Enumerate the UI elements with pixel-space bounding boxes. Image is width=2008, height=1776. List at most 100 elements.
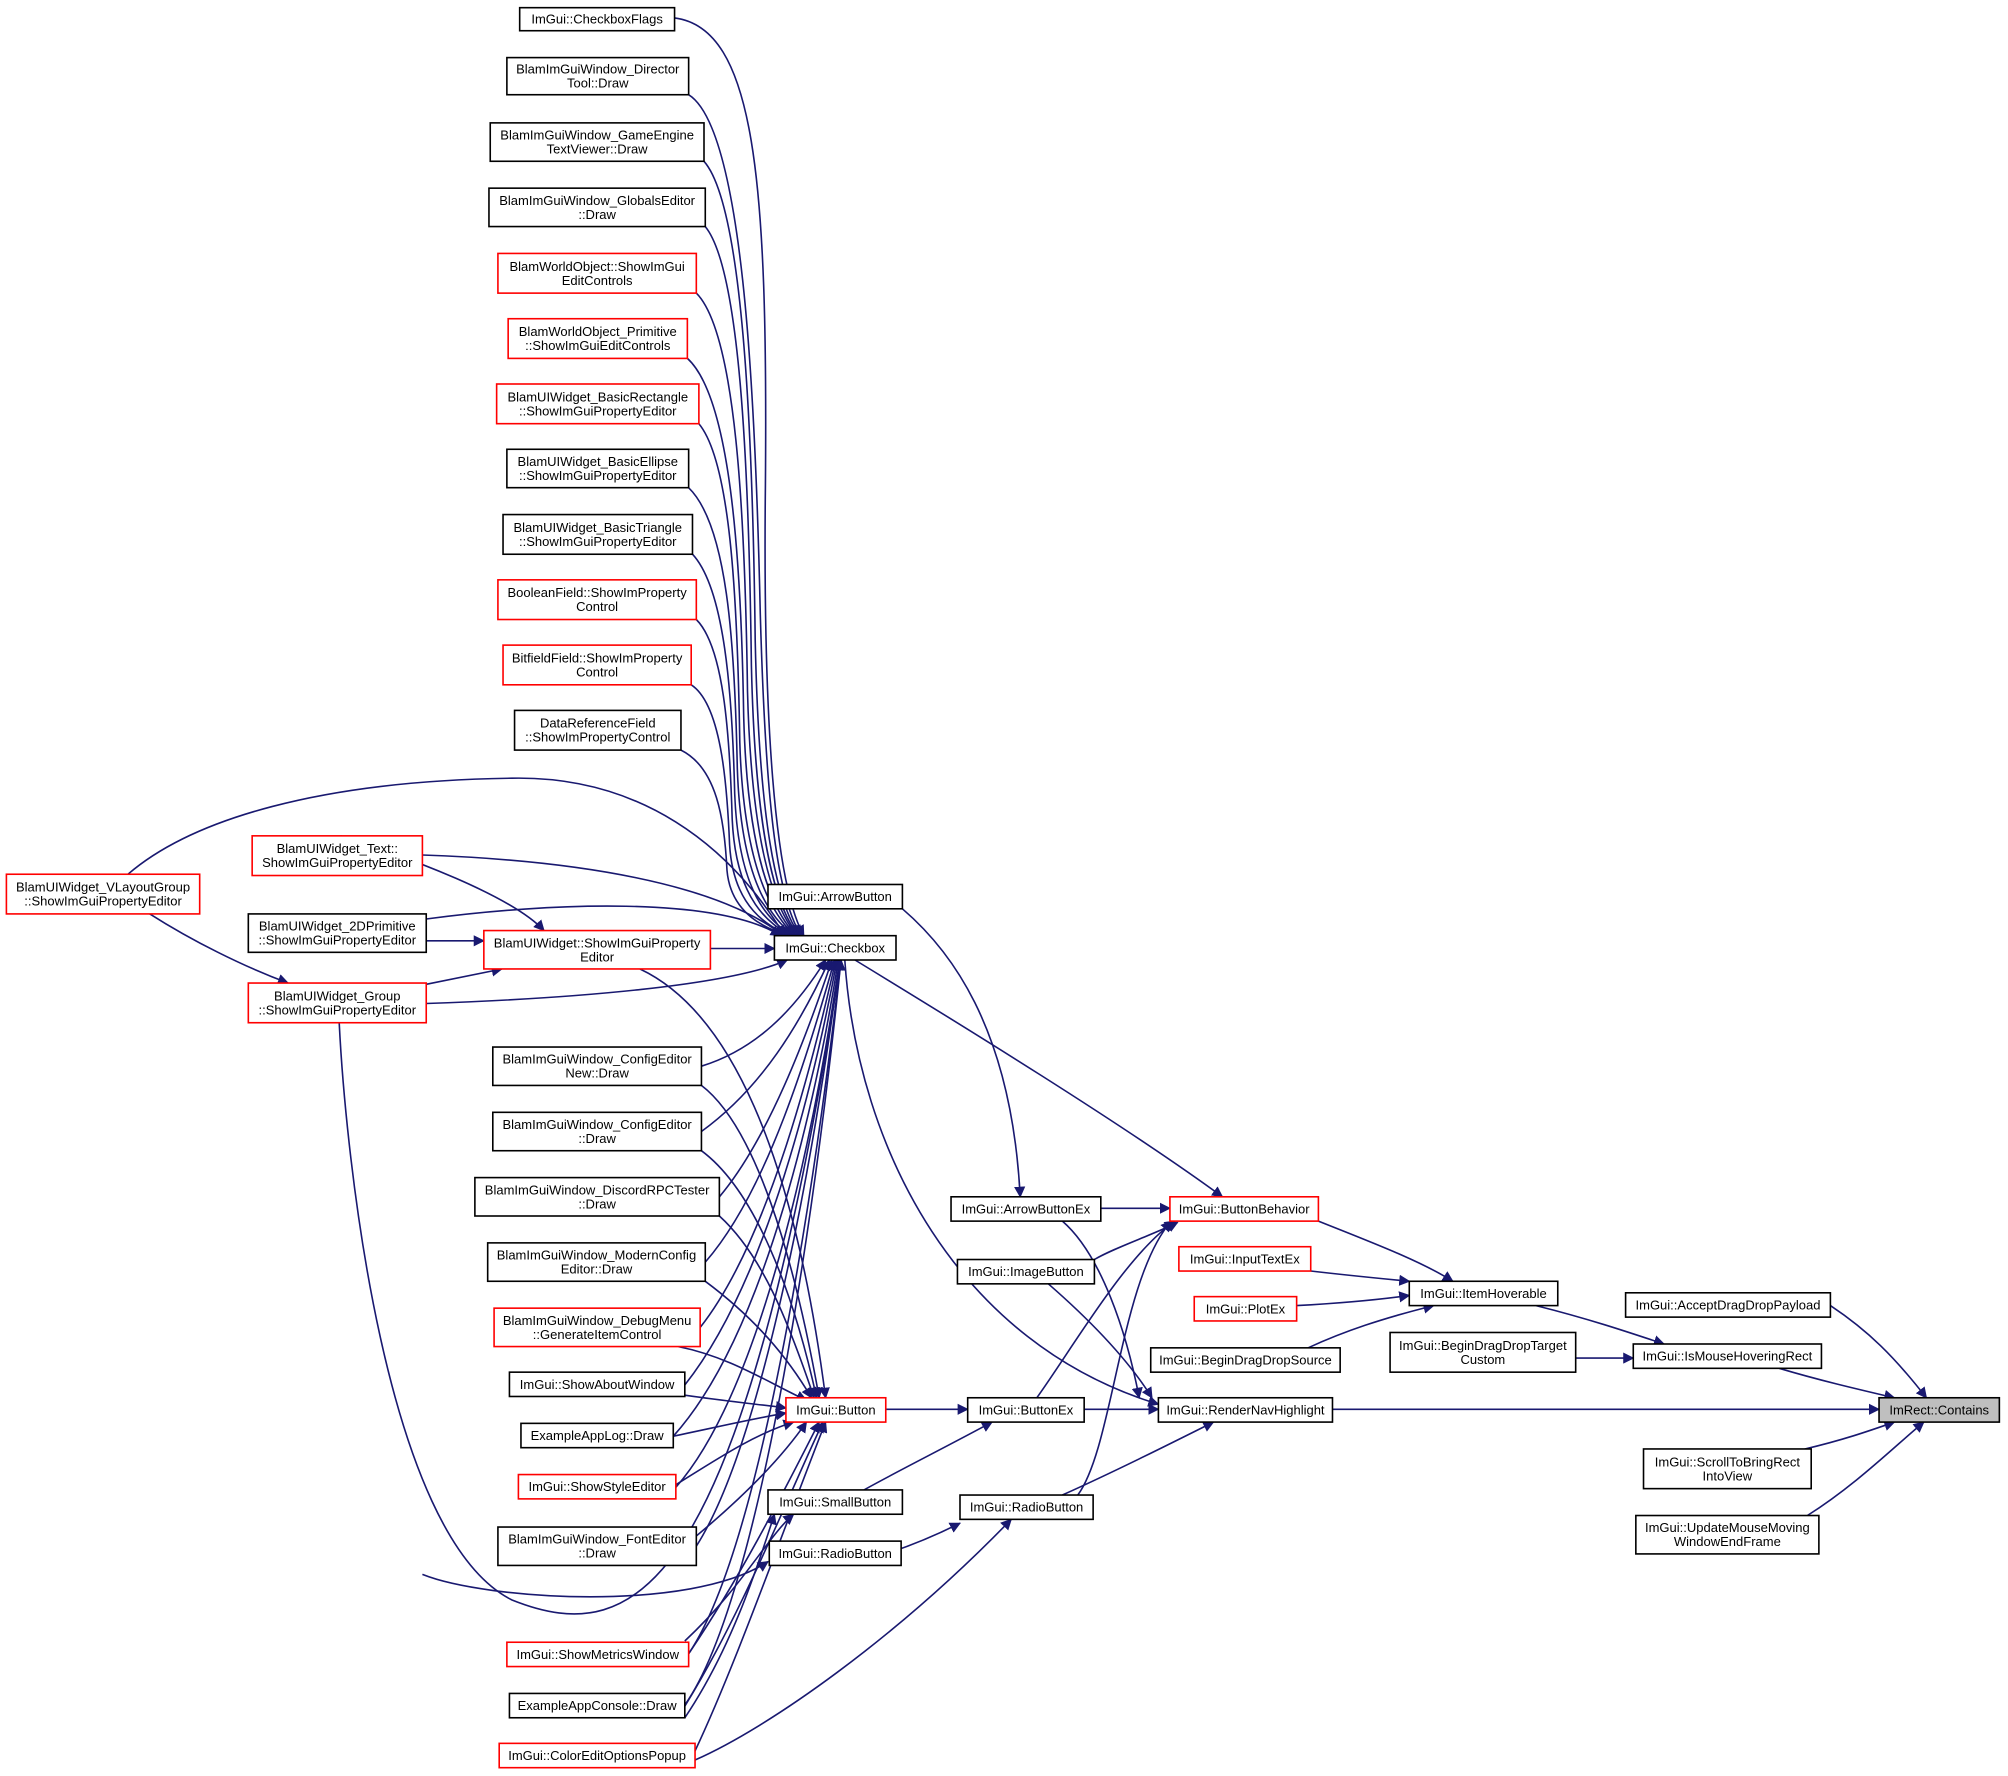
call-edge xyxy=(127,777,786,937)
node-label: ImGui::BeginDragDropSource xyxy=(1159,1353,1332,1368)
node-label: ::ShowImGuiPropertyEditor xyxy=(519,468,677,483)
node-box xyxy=(956,1258,1096,1285)
node-plotex[interactable]: ImGui::PlotEx xyxy=(1193,1295,1298,1322)
call-edge xyxy=(338,958,845,1615)
node-itemhoverable[interactable]: ImGui::ItemHoverable xyxy=(1408,1280,1559,1307)
node-box xyxy=(1408,1280,1559,1307)
node-begindragsrc[interactable]: ImGui::BeginDragDropSource xyxy=(1149,1347,1341,1373)
node-label: BlamImGuiWindow_Director xyxy=(516,62,680,77)
call-edge xyxy=(701,959,827,1067)
node-box xyxy=(773,934,897,961)
call-edge xyxy=(1829,1304,1928,1399)
call-edge xyxy=(1062,1421,1215,1496)
node-box xyxy=(498,1742,696,1769)
node-styleeditor[interactable]: ImGui::ShowStyleEditor xyxy=(517,1473,677,1500)
node-worldprim[interactable]: BlamWorldObject_Primitive::ShowImGuiEdit… xyxy=(507,317,689,360)
node-checkboxflags[interactable]: ImGui::CheckboxFlags xyxy=(518,6,676,32)
node-label: BlamImGuiWindow_GameEngine xyxy=(500,128,694,143)
node-label: ImGui::ShowMetricsWindow xyxy=(516,1647,679,1662)
node-vlayout[interactable]: BlamUIWidget_VLayoutGroup::ShowImGuiProp… xyxy=(5,873,201,915)
node-label: ImGui::Checkbox xyxy=(785,940,885,955)
node-checkbox[interactable]: ImGui::Checkbox xyxy=(773,934,897,961)
node-label: ShowImGuiPropertyEditor xyxy=(262,855,413,870)
node-buttonbehavior[interactable]: ImGui::ButtonBehavior xyxy=(1169,1196,1320,1222)
node-acceptdrag[interactable]: ImGui::AcceptDragDropPayload xyxy=(1624,1292,1832,1318)
node-box xyxy=(517,1473,677,1500)
node-box xyxy=(506,448,690,489)
node-label: Editor::Draw xyxy=(561,1262,633,1277)
node-group[interactable]: BlamUIWidget_Group::ShowImGuiPropertyEdi… xyxy=(247,982,428,1024)
node-applog[interactable]: ExampleAppLog::Draw xyxy=(520,1422,675,1449)
node-label: ::ShowImGuiEditControls xyxy=(525,338,671,353)
node-arrowbutton[interactable]: ImGui::ArrowButton xyxy=(767,883,904,910)
node-discord[interactable]: BlamImGuiWindow_DiscordRPCTester::Draw xyxy=(474,1176,721,1217)
node-box xyxy=(1635,1514,1820,1555)
node-globals[interactable]: BlamImGuiWindow_GlobalsEditor::Draw xyxy=(488,187,707,228)
node-metrics[interactable]: ImGui::ShowMetricsWindow xyxy=(506,1641,690,1668)
node-radiobutton2[interactable]: ImGui::RadioButton xyxy=(768,1540,902,1567)
node-box xyxy=(966,1396,1085,1423)
node-cfg[interactable]: BlamImGuiWindow_ConfigEditor::Draw xyxy=(491,1111,703,1152)
node-basictri[interactable]: BlamUIWidget_BasicTriangle::ShowImGuiPro… xyxy=(502,513,694,556)
node-prim2d[interactable]: BlamUIWidget_2DPrimitive::ShowImGuiPrope… xyxy=(247,913,428,954)
node-worldobj[interactable]: BlamWorldObject::ShowImGuiEditControls xyxy=(497,252,698,294)
node-inputtextex[interactable]: ImGui::InputTextEx xyxy=(1178,1245,1312,1272)
node-basicrect[interactable]: BlamUIWidget_BasicRectangle::ShowImGuiPr… xyxy=(495,383,700,425)
node-rendernav[interactable]: ImGui::RenderNavHighlight xyxy=(1157,1396,1334,1423)
call-edge xyxy=(687,1421,820,1655)
node-label: BlamImGuiWindow_DebugMenu xyxy=(503,1313,692,1328)
node-showabout[interactable]: ImGui::ShowAboutWindow xyxy=(508,1371,686,1398)
node-boolfield[interactable]: BooleanField::ShowImPropertyControl xyxy=(497,579,698,621)
node-box xyxy=(5,873,201,915)
node-box xyxy=(1624,1292,1832,1318)
call-edge xyxy=(1318,1220,1454,1282)
call-edge xyxy=(678,1345,808,1402)
node-label: BlamUIWidget_VLayoutGroup xyxy=(16,880,190,895)
node-label: BlamImGuiWindow_ConfigEditor xyxy=(502,1052,692,1067)
node-coloredit[interactable]: ImGui::ColorEditOptionsPopup xyxy=(498,1742,696,1769)
node-label: ::GenerateItemControl xyxy=(533,1327,662,1342)
node-box xyxy=(502,644,693,686)
node-box xyxy=(520,1422,675,1449)
node-smallbutton[interactable]: ImGui::SmallButton xyxy=(767,1489,904,1516)
node-label: ImGui::RadioButton xyxy=(970,1500,1083,1515)
node-contains[interactable]: ImRect::Contains xyxy=(1878,1396,2001,1423)
node-bitfield[interactable]: BitfieldField::ShowImPropertyControl xyxy=(502,644,693,686)
node-label: ImGui::ShowStyleEditor xyxy=(528,1479,666,1494)
call-edge xyxy=(673,1409,788,1437)
node-buttonex[interactable]: ImGui::ButtonEx xyxy=(966,1396,1085,1423)
call-edge xyxy=(1778,1367,1896,1401)
node-debugmenu[interactable]: BlamImGuiWindow_DebugMenu::GenerateItemC… xyxy=(493,1307,701,1348)
node-button[interactable]: ImGui::Button xyxy=(785,1396,887,1423)
node-label: ImGui::ScrollToBringRect xyxy=(1655,1454,1801,1469)
node-imagebutton[interactable]: ImGui::ImageButton xyxy=(956,1258,1096,1285)
node-box xyxy=(486,1242,707,1283)
node-gameengine[interactable]: BlamImGuiWindow_GameEngineTextViewer::Dr… xyxy=(489,122,705,163)
node-box xyxy=(513,709,682,751)
node-text[interactable]: BlamUIWidget_Text::ShowImGuiPropertyEdit… xyxy=(251,835,424,877)
node-label: TextViewer::Draw xyxy=(547,142,649,157)
node-box xyxy=(1169,1196,1320,1222)
node-radiobutton[interactable]: ImGui::RadioButton xyxy=(959,1494,1094,1521)
node-basicellipse[interactable]: BlamUIWidget_BasicEllipse::ShowImGuiProp… xyxy=(506,448,690,489)
node-uiwidget[interactable]: BlamUIWidget::ShowImGuiPropertyEditor xyxy=(483,929,712,970)
node-arrowbuttonex[interactable]: ImGui::ArrowButtonEx xyxy=(950,1196,1102,1222)
node-label: Custom xyxy=(1460,1352,1505,1367)
node-box xyxy=(493,1307,701,1348)
node-dataref[interactable]: DataReferenceField::ShowImPropertyContro… xyxy=(513,709,682,751)
node-label: ImGui::PlotEx xyxy=(1206,1301,1286,1316)
node-console[interactable]: ExampleAppConsole::Draw xyxy=(508,1692,686,1719)
node-label: ImGui::IsMouseHoveringRect xyxy=(1642,1349,1812,1364)
call-edge xyxy=(718,1215,817,1399)
node-fonteditor[interactable]: BlamImGuiWindow_FontEditor::Draw xyxy=(497,1526,698,1567)
node-label: ::ShowImGuiPropertyEditor xyxy=(259,1002,417,1017)
node-ismousehover[interactable]: ImGui::IsMouseHoveringRect xyxy=(1632,1343,1823,1370)
node-box xyxy=(1389,1331,1577,1373)
call-edge xyxy=(1047,1283,1153,1399)
